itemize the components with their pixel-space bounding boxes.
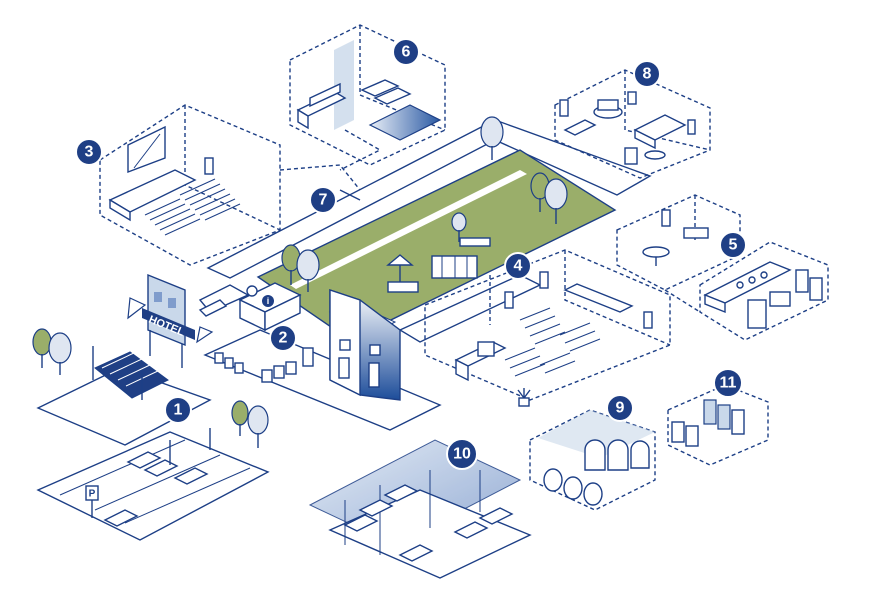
zone-badge-3[interactable]: 3: [75, 138, 103, 166]
zone-badge-11[interactable]: 11: [713, 368, 743, 398]
dining-tables-icon: [504, 307, 601, 377]
car-icon: [173, 467, 209, 485]
zone-reception: i: [198, 282, 302, 383]
tree-icon: [296, 249, 320, 292]
svg-text:2: 2: [279, 330, 288, 347]
trees: [32, 116, 568, 448]
svg-text:6: 6: [402, 44, 411, 61]
plant-icon: [517, 388, 531, 407]
car-icon: [343, 514, 379, 532]
svg-text:10: 10: [453, 446, 471, 463]
car-icon: [103, 509, 139, 527]
hotel-main-building: [302, 289, 401, 401]
terrace-tables-icon: [431, 255, 478, 279]
svg-text:8: 8: [643, 66, 652, 83]
tree-icon: [480, 116, 504, 160]
zone-terrace-connector: [279, 129, 382, 191]
umbrella-icon: [386, 254, 414, 282]
zone-laundry: [667, 384, 769, 466]
zone-parking-outdoor: P: [36, 346, 270, 541]
zone-badge-9[interactable]: 9: [606, 394, 634, 422]
tree-icon: [32, 328, 52, 368]
car-icon: [358, 499, 394, 517]
tree-icon: [451, 212, 467, 242]
garden-lawn: [256, 149, 617, 341]
svg-text:7: 7: [319, 192, 328, 209]
info-icon: i: [262, 295, 274, 307]
zone-badge-10[interactable]: 10: [446, 438, 478, 470]
tree-icon: [281, 244, 301, 285]
zone-conference-room: [99, 104, 281, 266]
zone-badge-2[interactable]: 2: [269, 324, 297, 352]
svg-text:9: 9: [616, 400, 625, 417]
washing-machines-icon: [671, 399, 745, 447]
svg-text:1: 1: [174, 402, 183, 419]
waiting-chairs-icon: [214, 352, 244, 374]
wine-rack-icon: [584, 439, 650, 471]
zone-badge-6[interactable]: 6: [392, 38, 420, 66]
car-icon: [453, 521, 489, 539]
luggage-icon: [261, 361, 297, 383]
tree-icon: [544, 178, 568, 224]
tree-icon: [231, 400, 249, 436]
svg-text:3: 3: [85, 144, 94, 161]
zone-guest-room: [554, 69, 711, 179]
lounge-chairs-icon: [387, 237, 491, 293]
zone-badge-7[interactable]: 7: [309, 186, 337, 214]
car-icon: [126, 451, 162, 469]
zone-badges: 1 2 3 4 5 6 7 8: [75, 38, 747, 470]
zone-spa-fitness: [289, 24, 446, 166]
plant-icon: [246, 285, 258, 297]
svg-text:11: 11: [720, 375, 737, 392]
car-icon: [478, 507, 514, 525]
tree-icon: [247, 405, 269, 448]
conference-chairs-icon: [144, 178, 241, 236]
zone-kitchen: [616, 194, 829, 341]
zone-badge-8[interactable]: 8: [633, 60, 661, 88]
tree-icon: [48, 332, 72, 375]
zone-restaurant: [424, 249, 671, 407]
hotel-entrance: HOTEL: [127, 273, 214, 368]
zone-parking-garage: [308, 439, 532, 579]
car-icon: [398, 544, 434, 562]
zone-badge-5[interactable]: 5: [719, 231, 747, 259]
svg-text:5: 5: [729, 237, 738, 254]
zone-badge-1[interactable]: 1: [164, 396, 192, 424]
svg-text:4: 4: [514, 258, 523, 275]
zone-wine-cellar: [529, 409, 656, 511]
car-icon: [383, 484, 419, 502]
info-sign: i: [267, 296, 270, 306]
car-icon: [143, 459, 179, 477]
parking-sign: P: [89, 489, 96, 500]
zone-badge-4[interactable]: 4: [504, 252, 532, 280]
barrels-icon: [543, 468, 603, 506]
